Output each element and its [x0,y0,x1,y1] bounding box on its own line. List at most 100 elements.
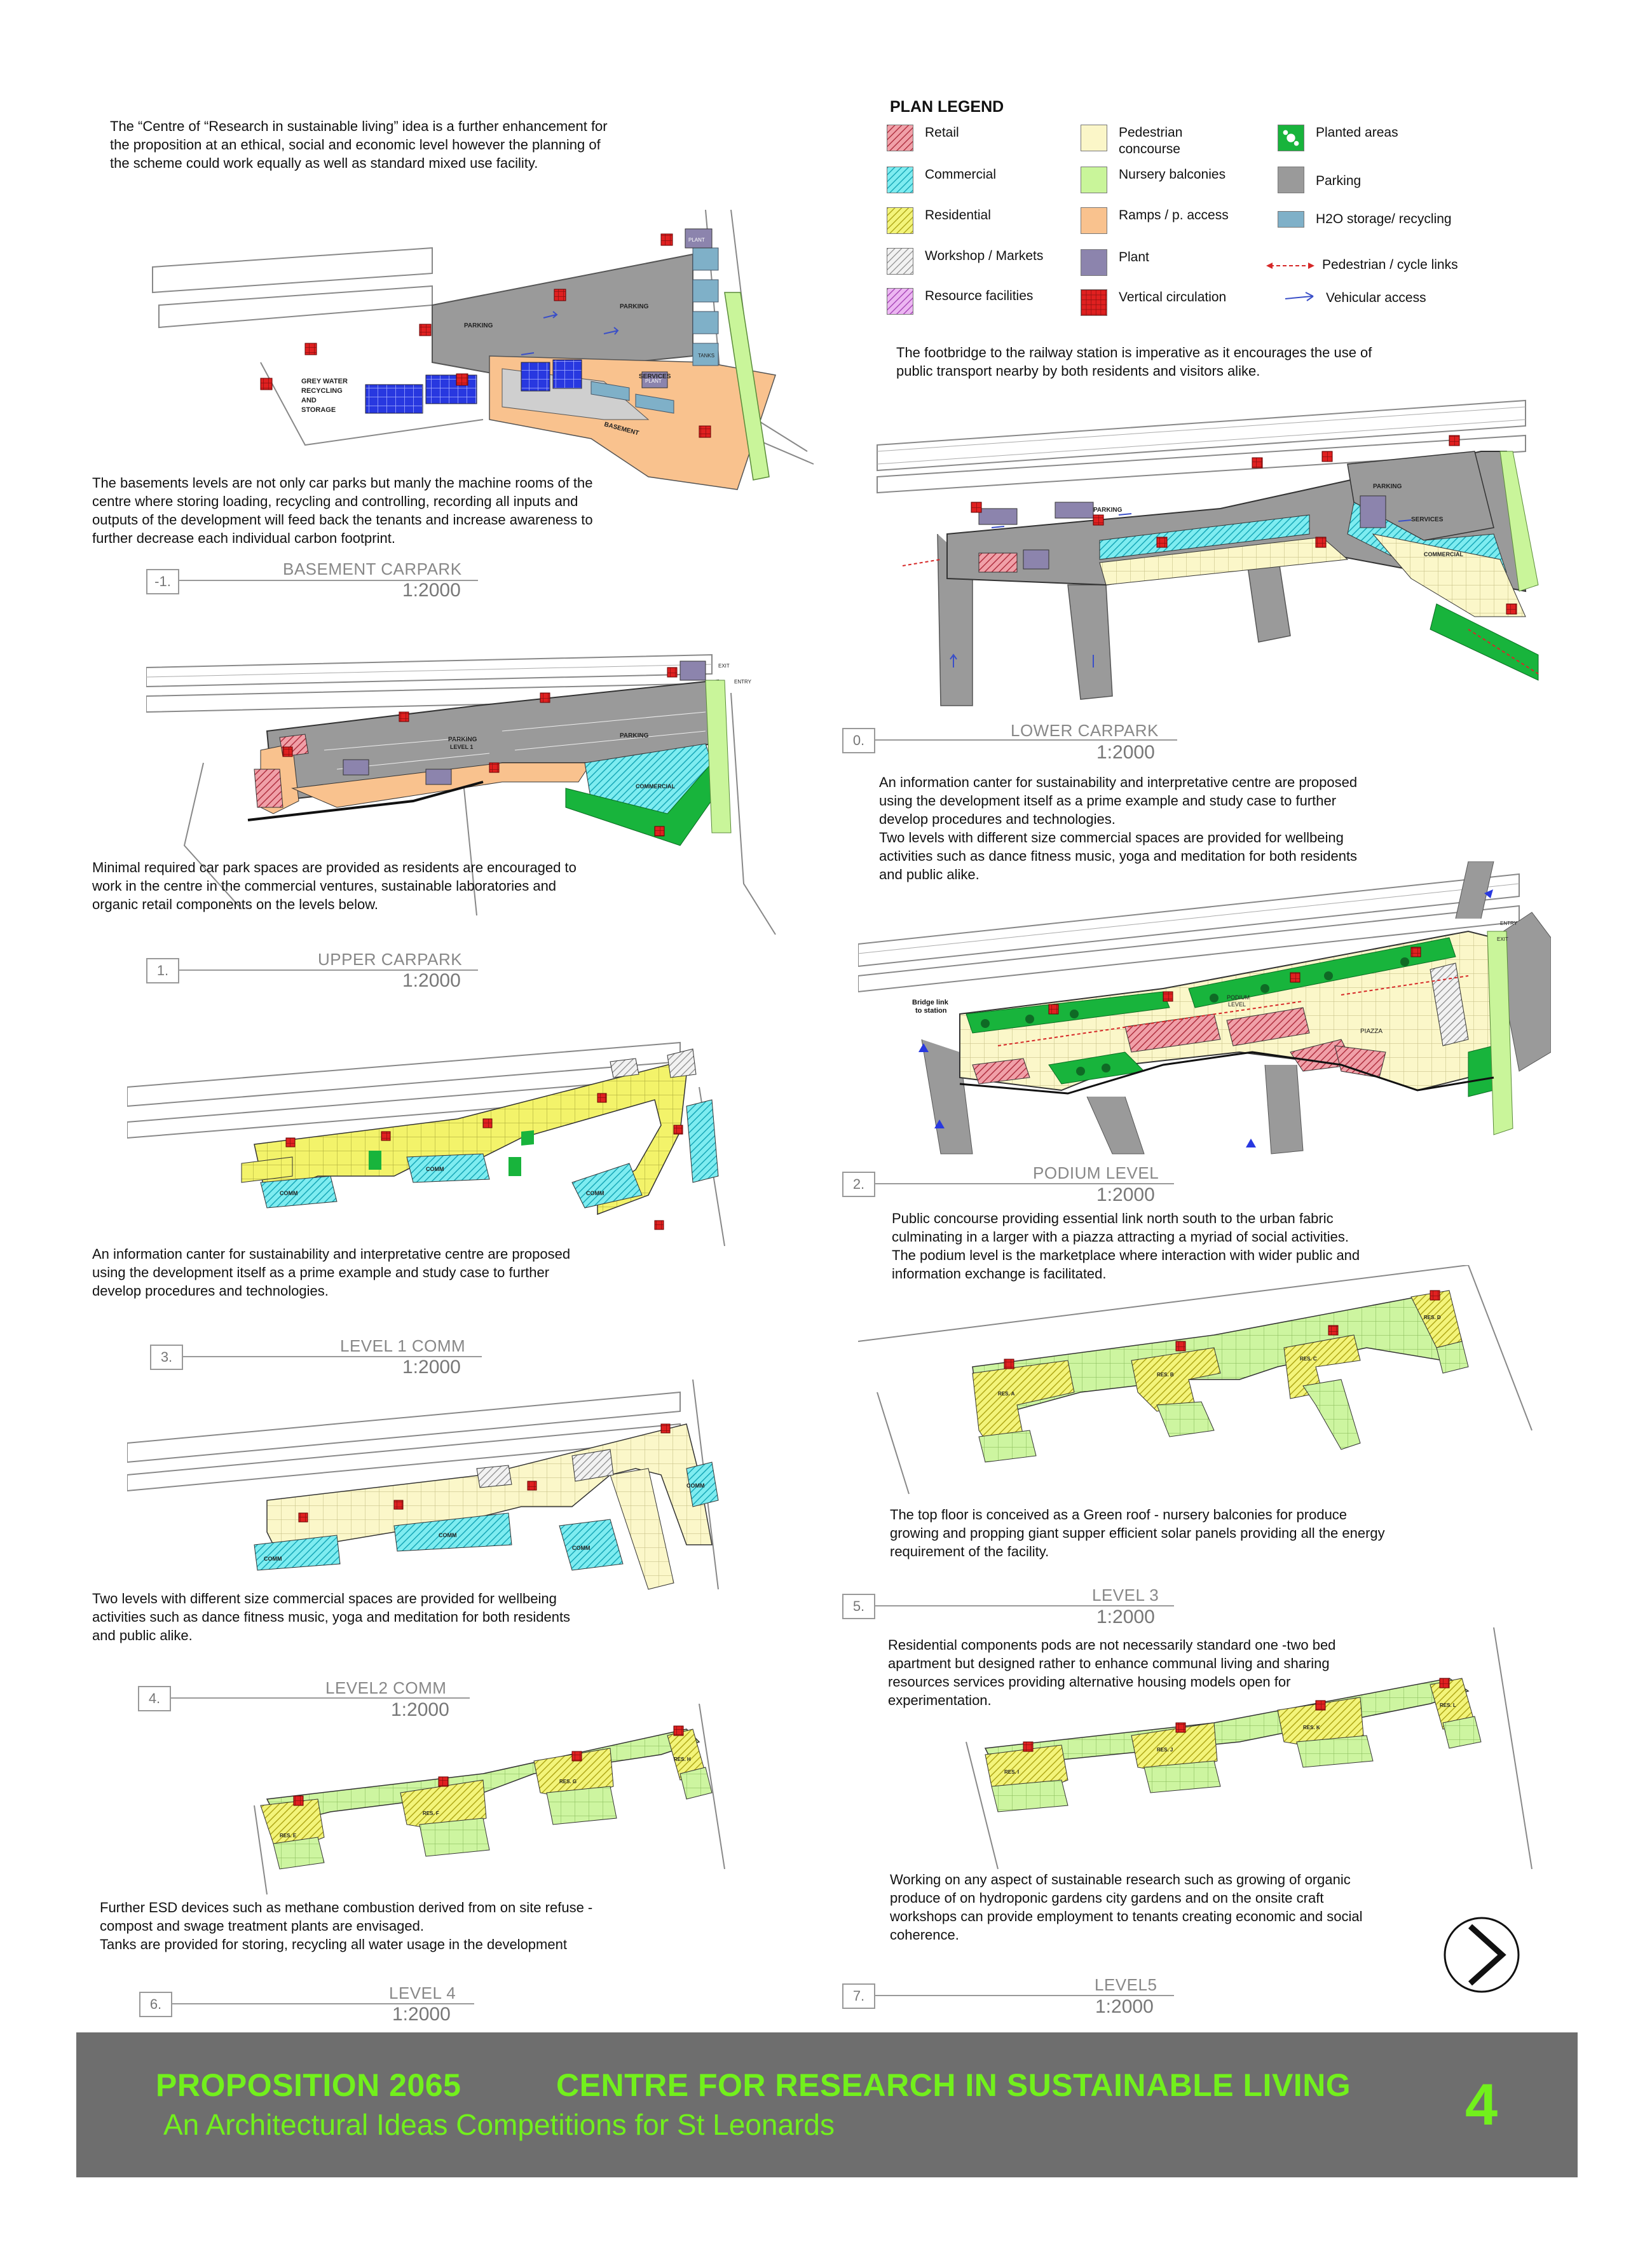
podium-label-bridge-link: Bridge link [912,999,949,1006]
drawing-scale-basement: 1:2000 [402,580,461,601]
drawing-title-line [179,969,478,971]
drawing-scale-level4: 1:2000 [392,2004,451,2025]
drawing-scale-level1: 1:2000 [402,1357,461,1378]
pedestrian-swatch [1081,125,1107,151]
legend-title: PLAN LEGEND [890,98,1004,116]
drawing-number-level2: 4. [138,1686,171,1711]
drawing-number-podium: 2. [842,1172,875,1197]
upper-label-parking: PARKING [448,736,477,743]
upper-label-commercial: COMMERCIAL [636,783,675,790]
nursery-swatch [1081,167,1107,193]
drawing-name-level3: LEVEL 3 [1092,1585,1159,1605]
page-number: 4 [1465,2072,1498,2137]
lower-label-parking-1: PARKING [1093,507,1123,514]
research-paragraph: Working on any aspect of sustainable res… [890,1872,1363,1943]
level4-label-res-g: RES. G [559,1779,577,1784]
level1-label-comm-3: COMM [586,1190,604,1196]
info-centre-paragraph-right: An information canter for sustainability… [879,774,1358,882]
podium-label-exit: EXIT [1497,936,1508,942]
legend-item-resource: Resource facilities [887,288,1033,315]
two-levels-paragraph: Two levels with different size commercia… [92,1591,571,1643]
level1-label-comm-2: COMM [426,1166,444,1172]
drawing-scale-level5: 1:2000 [1095,1996,1154,2017]
basement-label-and: AND [301,397,317,404]
resource-swatch [887,288,913,315]
level3-label-res-b: RES. B [1157,1372,1174,1378]
footer-title: CENTRE FOR RESEARCH IN SUSTAINABLE LIVIN… [556,2067,1351,2103]
level3-label-res-c: RES. C [1300,1356,1317,1362]
basement-label-parking-2: PARKING [620,303,649,310]
lower-carpark-plan: PARKING PARKING SERVICES COMMERCIAL [877,399,1539,706]
footer-banner: PROPOSITION 2065 CENTRE FOR RESEARCH IN … [76,2032,1578,2177]
basement-paragraph: The basements levels are not only car pa… [92,475,593,546]
level4-label-res-e: RES. E [280,1833,297,1839]
legend-item-ramps: Ramps / p. access [1081,207,1229,234]
level2-label-comm-1: COMM [264,1556,282,1562]
green-roof-paragraph: The top floor is conceived as a Green ro… [890,1507,1385,1559]
drawing-scale-lower: 1:2000 [1096,742,1155,763]
legend-item-pedestrian: Pedestrian concourse [1081,125,1182,158]
workshop-swatch [887,248,913,275]
drawing-number-level1: 3. [150,1345,183,1370]
upper-label-entry: ENTRY [734,679,752,685]
legend-item-vehicular: Vehicular access [1284,290,1426,306]
level5-label-res-l: RES. L [1440,1702,1456,1708]
podium-label-podium: PODIUM [1227,994,1250,1001]
footbridge-paragraph: The footbridge to the railway station is… [896,345,1372,379]
footer-proposition: PROPOSITION 2065 [156,2067,461,2103]
drawing-name-basement: BASEMENT CARPARK [283,559,462,579]
level3-label-res-d: RES. D [1424,1315,1441,1320]
residential-paragraph: Residential components pods are not nece… [888,1637,1336,1708]
level5-label-res-k: RES. K [1303,1725,1320,1730]
drawing-name-level5: LEVEL5 [1095,1975,1157,1994]
podium-label-entry: ENTRY [1500,921,1518,926]
vertical-circulation-swatch [1081,289,1107,316]
arrow-right-icon [1285,292,1314,301]
legend-item-h2o: H2O storage/ recycling [1278,211,1452,228]
level4-label-res-h: RES. H [674,1757,691,1762]
level5-label-res-j: RES. J [1157,1747,1173,1753]
public-concourse-paragraph: Public concourse providing essential lin… [892,1210,1360,1282]
legend-item-nursery: Nursery balconies [1081,167,1225,193]
drawing-title-line [172,2003,474,2004]
footer-subtitle: An Architectural Ideas Competitions for … [163,2108,835,2141]
podium-label-to-station: to station [915,1007,947,1015]
lower-label-parking-2: PARKING [1373,483,1402,490]
retail-swatch [887,125,913,151]
upper-label-exit: EXIT [718,663,730,669]
legend-item-workshop: Workshop / Markets [887,248,1043,275]
basement-carpark-plan: PARKING PARKING SERVICES BASEMENT GREY W… [152,210,814,490]
level5-label-res-i: RES. I [1004,1769,1019,1775]
upper-carpark-plan: PARKING LEVEL 1 PARKING COMMERCIAL EXIT … [146,654,776,935]
drawing-title-line [875,1183,1174,1184]
parking-swatch [1278,167,1304,193]
esd-paragraph: Further ESD devices such as methane comb… [100,1900,593,1952]
h2o-swatch [1278,211,1304,228]
level3-plan: RES. A RES. B RES. C RES. D [858,1265,1533,1495]
level3-label-res-a: RES. A [998,1391,1015,1397]
drawing-number-lower: 0. [842,728,875,753]
commercial-swatch [887,167,913,193]
basement-label-parking-1: PARKING [464,322,493,329]
lower-label-commercial: COMMERCIAL [1424,551,1463,558]
drawing-name-lower: LOWER CARPARK [1011,721,1159,740]
level2-label-comm-2: COMM [439,1532,457,1538]
upper-label-level1: LEVEL 1 [450,744,473,750]
intro-paragraph: The “Centre of “Research in sustainable … [110,118,608,171]
planted-swatch [1278,125,1304,151]
drawing-number-basement: -1. [146,569,179,594]
level5-plan: RES. I RES. J RES. K RES. L [966,1627,1533,1870]
drawing-name-level4: LEVEL 4 [389,1983,456,2003]
drawing-name-upper: UPPER CARPARK [318,950,463,969]
drawing-scale-level2: 1:2000 [391,1699,449,1720]
drawing-title-line [179,580,478,581]
legend-item-parking: Parking [1278,167,1361,193]
drawing-number-level4: 6. [139,1992,172,2017]
level2-label-comm-3: COMM [572,1545,590,1551]
basement-label-plant-2: PLANT [645,378,662,384]
drawing-number-upper: 1. [146,958,179,983]
drawing-number-level5: 7. [842,1983,875,2009]
drawing-title-line [183,1356,482,1357]
basement-label-plant-1: PLANT [688,237,705,243]
podium-label-piazza: PIAZZA [1360,1028,1382,1035]
